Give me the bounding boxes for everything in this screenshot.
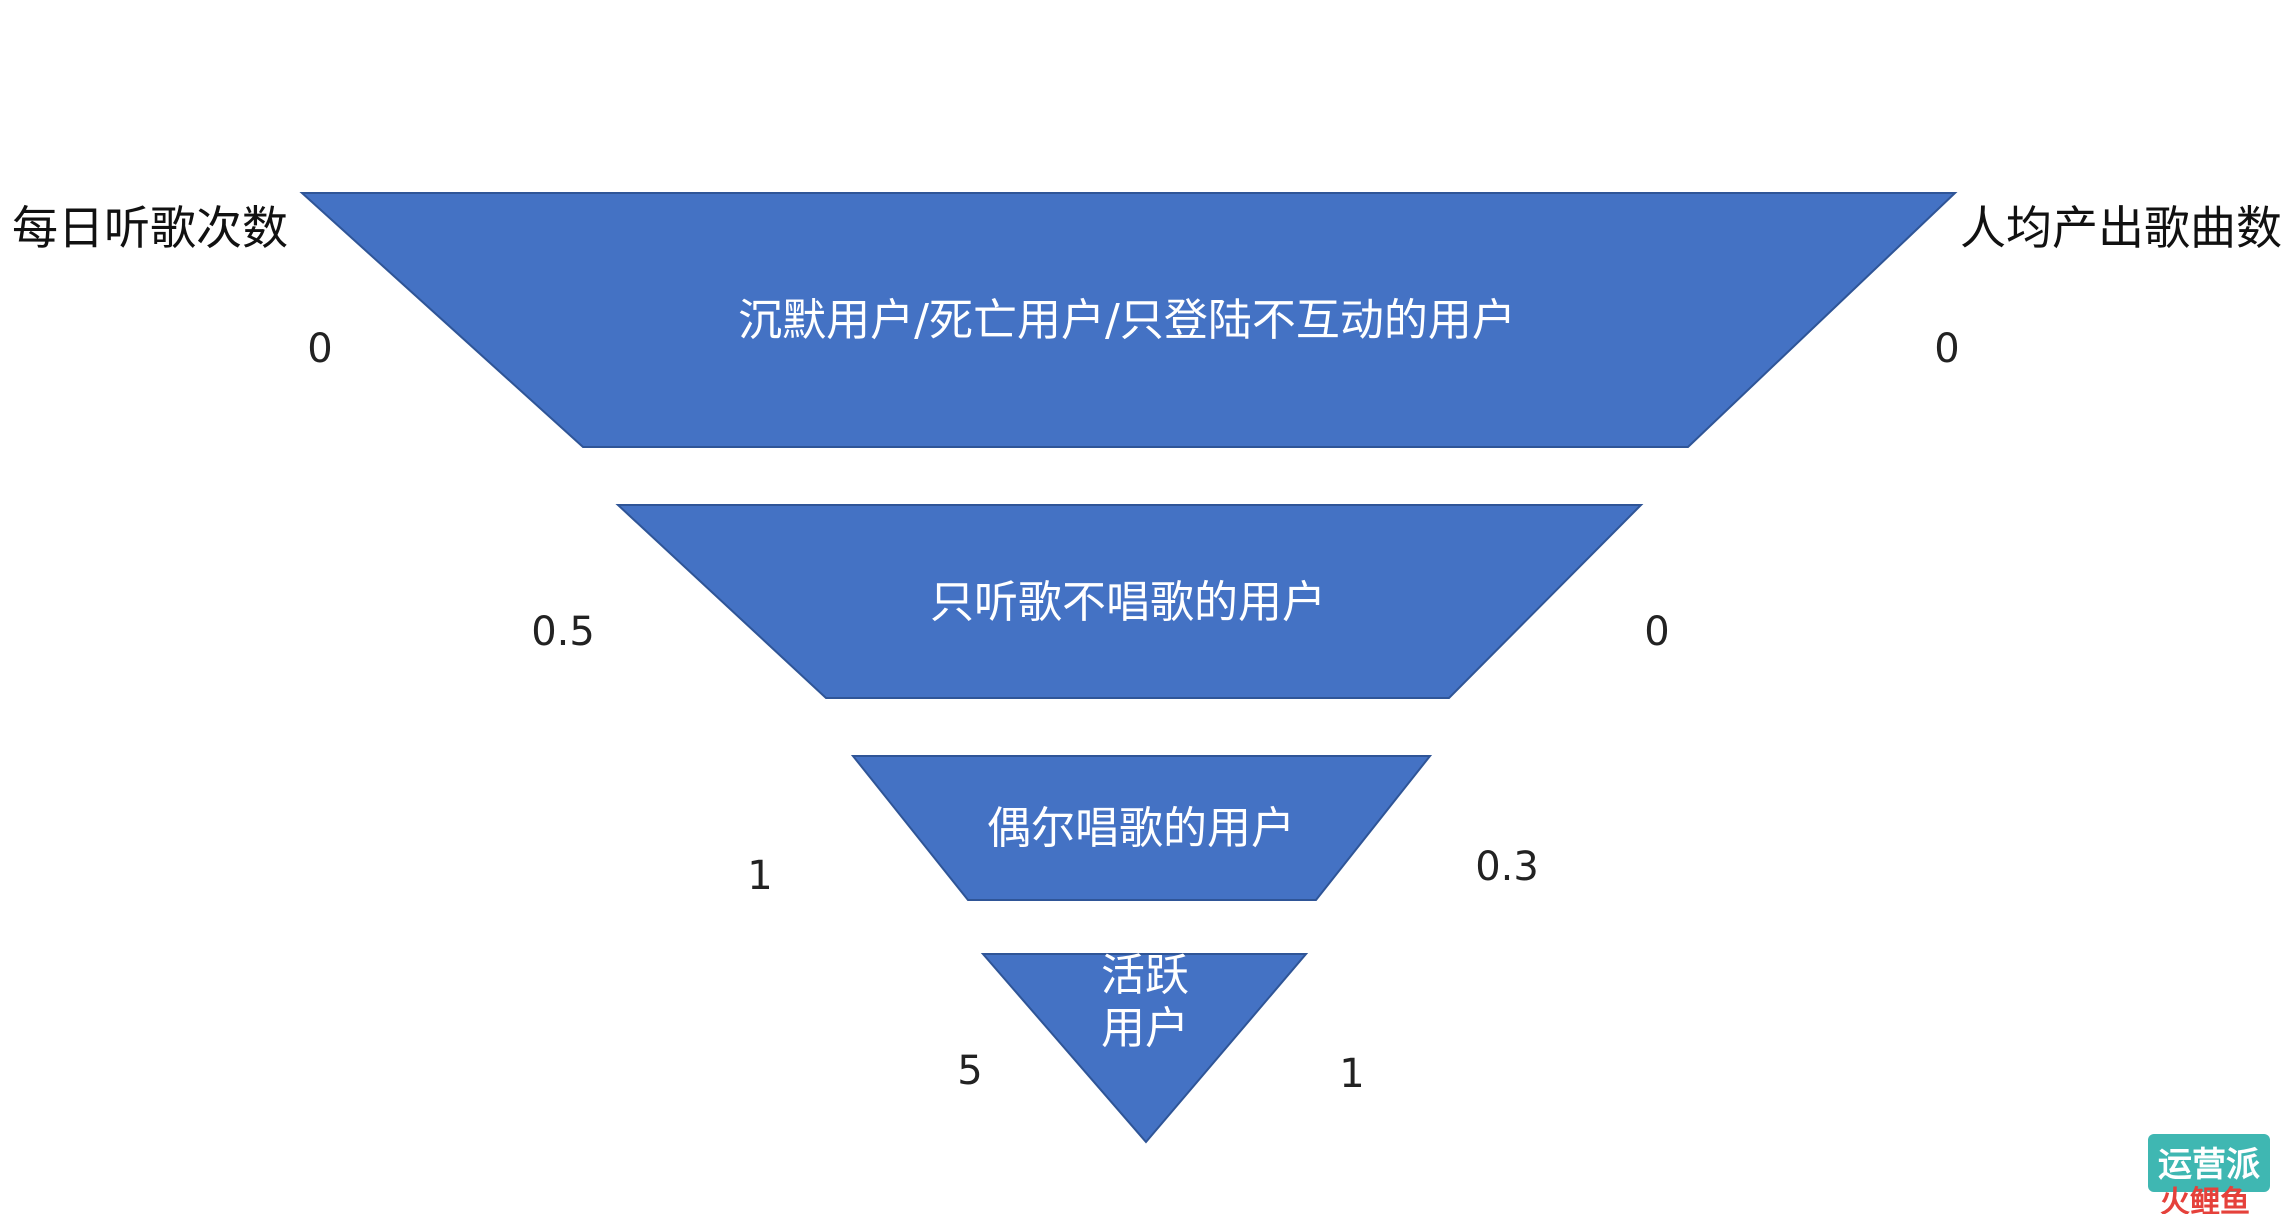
tier-1-left-value: 0: [307, 326, 332, 372]
tier-4-left-value: 5: [957, 1048, 982, 1094]
tier-2-shape: [615, 504, 1644, 699]
watermark-badge: [2148, 1134, 2270, 1192]
funnel-tier-active-users: 活跃 用户 5 1: [957, 950, 1365, 1144]
tier-4-shape: [980, 953, 1309, 1144]
tier-3-shape: [850, 755, 1433, 901]
tier-4-label-line-2: 用户: [1101, 1003, 1189, 1054]
tier-4-label-line-1: 活跃: [1101, 950, 1189, 1001]
tier-1-label: 沉默用户/死亡用户/只登陆不互动的用户: [738, 295, 1516, 346]
tier-1-shape: [299, 192, 1958, 448]
tier-4-right-value: 1: [1339, 1051, 1364, 1097]
watermark-text: 运营派: [2158, 1145, 2260, 1185]
tier-3-label: 偶尔唱歌的用户: [987, 803, 1295, 854]
funnel-tier-listen-only-users: 只听歌不唱歌的用户 0.5 0: [531, 504, 1670, 699]
watermark-logo: 运营派 火鲤鱼: [2148, 1134, 2270, 1214]
funnel-tier-silent-users: 沉默用户/死亡用户/只登陆不互动的用户 0 0: [299, 192, 1960, 448]
tier-1-right-value: 0: [1934, 326, 1959, 372]
right-axis-title: 人均产出歌曲数: [1960, 201, 2282, 255]
funnel-tier-occasional-singers: 偶尔唱歌的用户 1 0.3: [747, 755, 1539, 901]
tier-3-right-value: 0.3: [1475, 844, 1539, 890]
tier-2-right-value: 0: [1644, 609, 1669, 655]
left-axis-title: 每日听歌次数: [12, 201, 288, 255]
tier-3-left-value: 1: [747, 853, 772, 899]
tier-2-label: 只听歌不唱歌的用户: [930, 577, 1326, 628]
watermark-subtext: 火鲤鱼: [2160, 1185, 2250, 1214]
tier-2-left-value: 0.5: [531, 609, 595, 655]
